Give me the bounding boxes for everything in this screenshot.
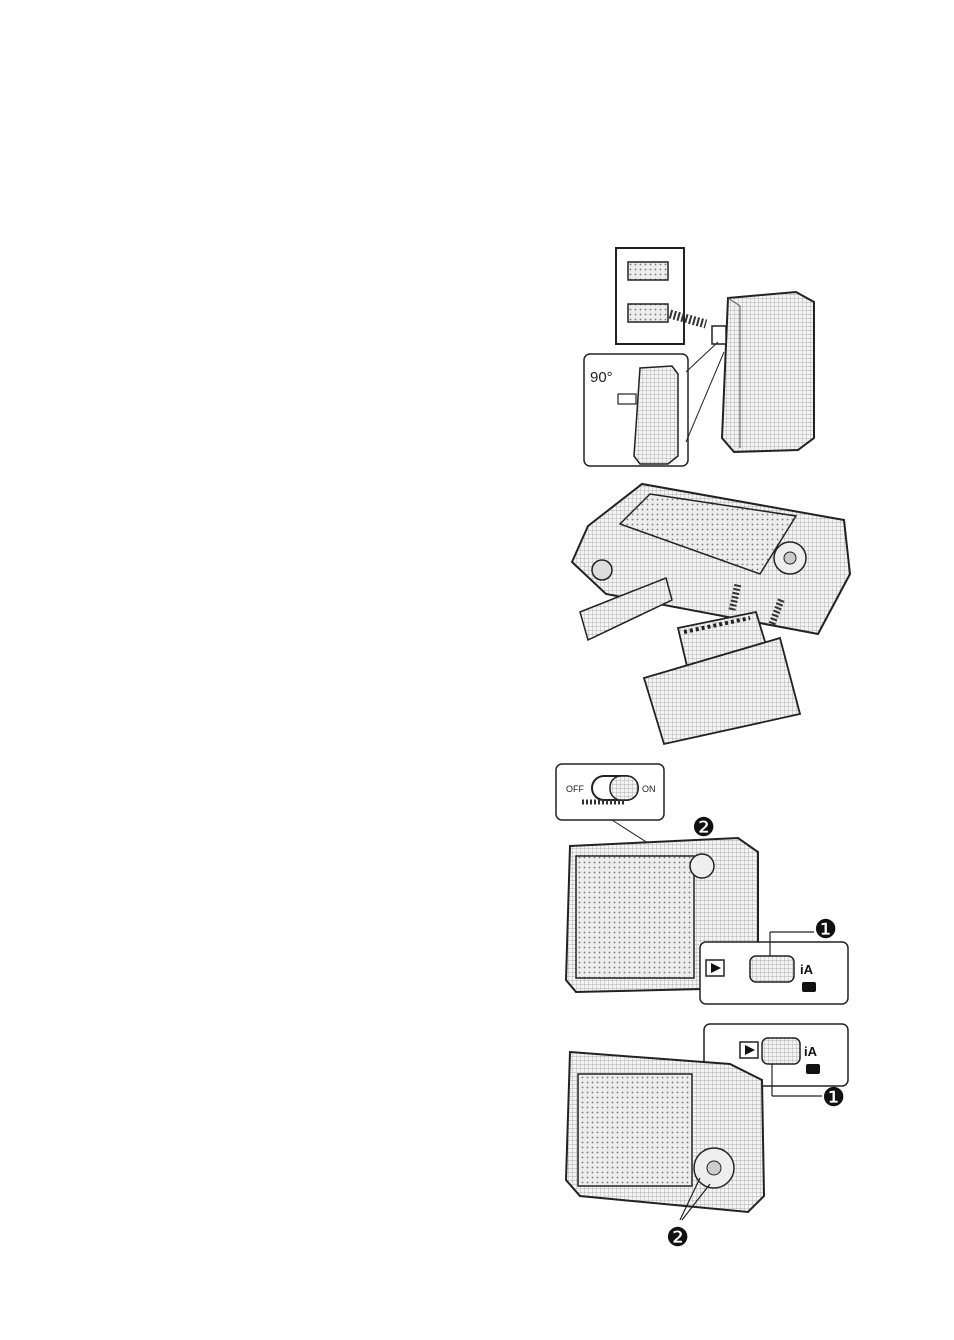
- callout-2: ❷: [692, 812, 715, 842]
- ia-mode-icon: iA: [800, 962, 814, 977]
- battery-icon: [644, 612, 800, 744]
- power-on-figure: OFF ON ❷ ❶ iA: [552, 760, 852, 1006]
- switch-on-label: ON: [642, 784, 656, 794]
- battery-insert-figure: [560, 482, 858, 746]
- callout-1: ❶: [814, 914, 837, 944]
- charger-icon: [712, 292, 814, 452]
- callout-2-playback: ❷: [666, 1222, 689, 1248]
- charger-figure: 90°: [578, 242, 840, 472]
- mode-switch: [750, 956, 794, 982]
- rotation-label: 90°: [590, 369, 613, 386]
- switch-off-label: OFF: [566, 784, 584, 794]
- ia-mode-icon-2: iA: [804, 1044, 818, 1059]
- mode-switch-2: [762, 1038, 800, 1064]
- playback-figure: iA ❶ ❷: [560, 1020, 850, 1248]
- wall-outlet-icon: [616, 248, 706, 344]
- callout-1-playback: ❶: [822, 1082, 845, 1112]
- camera-mode-icon: [802, 982, 816, 992]
- camera-mode-icon-2: [806, 1064, 820, 1074]
